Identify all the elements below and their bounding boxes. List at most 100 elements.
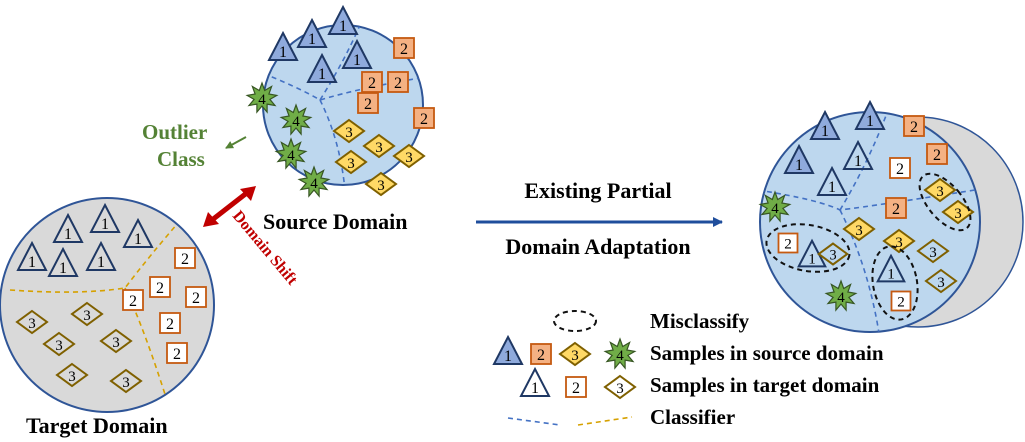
sample-number: 1: [339, 18, 347, 35]
sample-class-2: 2: [926, 143, 948, 165]
sample-class-1: 1: [89, 202, 121, 233]
domain-shift-arrow: [203, 186, 256, 227]
sample-number: 1: [97, 254, 105, 271]
sample-class-1: 1: [306, 52, 338, 83]
misclassify-ellipses: [765, 172, 972, 321]
sample-number: 1: [828, 179, 836, 196]
sample-number: 1: [308, 31, 316, 48]
sample-number: 2: [173, 346, 181, 363]
sample-number: 3: [616, 381, 624, 397]
sample-number: 2: [910, 119, 918, 136]
sample-class-3: 3: [916, 238, 950, 264]
legend-misclassify-icon: [553, 310, 597, 332]
sample-number: 3: [83, 308, 91, 324]
result-domain-circle: [759, 111, 1024, 333]
sample-class-1: 1: [816, 165, 848, 196]
sample-number: 1: [318, 66, 326, 83]
sample-class-1: 1: [519, 366, 551, 397]
sample-class-2: 2: [903, 115, 925, 137]
sample-class-3: 3: [392, 143, 426, 169]
sample-class-3: 3: [558, 341, 592, 367]
sample-class-1: 1: [341, 38, 373, 69]
legend-source-text: Samples in source domain: [650, 341, 884, 365]
sample-number: 3: [855, 223, 863, 239]
sample-number: 3: [345, 125, 353, 141]
sample-class-2: 2: [159, 312, 181, 334]
sample-class-4: 4: [824, 279, 858, 312]
outlier-class-label: Outlier Class: [142, 120, 247, 171]
sample-class-1: 1: [327, 4, 359, 35]
legend-classifier-text: Classifier: [650, 405, 735, 429]
sample-class-3: 3: [109, 368, 143, 394]
sample-number: 4: [837, 290, 845, 306]
sample-number: 4: [616, 348, 624, 364]
sample-number: 4: [258, 92, 266, 108]
sample-number: 2: [892, 201, 900, 218]
sample-number: 2: [420, 111, 428, 128]
sample-number: 3: [375, 140, 383, 156]
sample-class-1: 1: [876, 253, 906, 283]
sample-class-1: 1: [267, 30, 299, 61]
sample-class-4: 4: [279, 103, 313, 136]
sample-number: 3: [405, 150, 413, 166]
sample-number: 3: [571, 348, 579, 364]
sample-number: 1: [279, 44, 287, 61]
result-classifier-3: [839, 209, 881, 332]
sample-number: 4: [292, 114, 300, 130]
sample-number: 2: [400, 41, 408, 58]
sample-number: 1: [101, 216, 109, 233]
method-label-line-1: Existing Partial: [524, 178, 671, 203]
legend-target-classifier-line: [577, 416, 633, 426]
sample-number: 3: [28, 316, 36, 332]
sample-number: 3: [347, 156, 355, 172]
sample-class-3: 3: [70, 301, 104, 327]
sample-number: 1: [64, 226, 72, 243]
sample-class-1: 1: [85, 240, 117, 271]
sample-number: 1: [821, 123, 829, 140]
sample-number: 3: [829, 248, 836, 264]
sample-number: 1: [887, 266, 895, 283]
sample-number: 3: [929, 245, 937, 261]
sample-class-3: 3: [923, 177, 957, 203]
sample-class-4: 4: [603, 337, 637, 370]
target-domain-label: Target Domain: [26, 413, 168, 438]
sample-class-3: 3: [817, 242, 849, 266]
sample-class-1: 1: [842, 139, 874, 170]
sample-number: 2: [181, 251, 189, 268]
sample-class-3: 3: [924, 268, 958, 294]
sample-class-3: 3: [842, 216, 876, 242]
sample-class-4: 4: [245, 81, 279, 114]
sample-class-3: 3: [364, 171, 398, 197]
target-domain-circle: [0, 197, 215, 413]
sample-class-2: 2: [149, 276, 171, 298]
sample-class-3: 3: [99, 328, 133, 354]
sample-class-4: 4: [274, 137, 308, 170]
sample-class-1: 1: [47, 246, 79, 277]
sample-number: 2: [572, 380, 580, 397]
sample-number: 1: [28, 254, 36, 271]
sample-class-1: 1: [16, 240, 48, 271]
sample-number: 2: [192, 290, 200, 307]
sample-class-3: 3: [603, 374, 637, 400]
sample-class-2: 2: [413, 107, 435, 129]
sample-number: 1: [854, 153, 862, 170]
sample-class-2: 2: [890, 290, 912, 312]
misclassify-ellipse: [918, 172, 972, 232]
sample-class-2: 2: [361, 71, 383, 93]
legend-source-classifier-line: [507, 417, 561, 426]
sample-number: 2: [156, 280, 164, 297]
sample-number: 2: [394, 75, 402, 92]
sample-number: 1: [808, 251, 816, 268]
sample-number: 2: [129, 293, 137, 310]
sample-class-1: 1: [492, 334, 524, 365]
sample-number: 2: [784, 236, 792, 253]
sample-class-2: 2: [166, 342, 188, 364]
sample-number: 3: [55, 338, 63, 354]
sample-class-2: 2: [393, 37, 415, 59]
legend-target-text: Samples in target domain: [650, 373, 880, 397]
sample-class-2: 2: [777, 232, 799, 254]
